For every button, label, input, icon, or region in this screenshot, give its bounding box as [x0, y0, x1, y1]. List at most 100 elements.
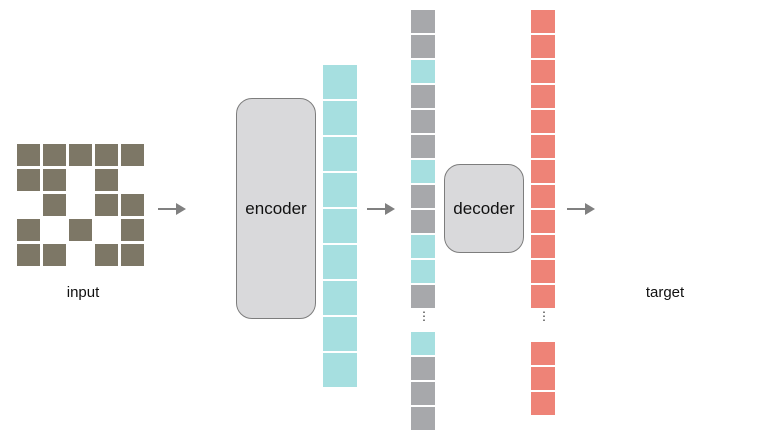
masked-patch [43, 244, 66, 266]
visible-patch [121, 169, 144, 191]
encoder-block: encoder [236, 98, 316, 319]
visible-patch-tile [192, 101, 226, 135]
mask-token [411, 407, 435, 430]
masked-patch [69, 144, 92, 166]
encoded-token [323, 65, 357, 99]
visible-patch-tile [192, 317, 226, 351]
output-token [531, 160, 555, 183]
decoder-block: decoder [444, 164, 524, 253]
decoder-label: decoder [453, 198, 515, 218]
masked-patch [121, 194, 144, 216]
masked-patch [17, 144, 40, 166]
masked-patch [95, 169, 118, 191]
encoded-token [323, 353, 357, 387]
encoded-token [323, 281, 357, 315]
arrow-encoder-to-decoder [367, 203, 395, 215]
visible-patch [95, 219, 118, 241]
target-patch [652, 219, 675, 241]
target-patch [678, 169, 701, 191]
encoder-label: encoder [245, 198, 307, 218]
encoded-token [323, 209, 357, 243]
visible-patch-tile [192, 137, 226, 171]
target-patch [626, 144, 649, 166]
visible-patch-tile [192, 281, 226, 315]
target-patch [626, 194, 649, 216]
masked-patch [95, 244, 118, 266]
target-patch [704, 194, 727, 216]
encoded-token [411, 160, 435, 183]
masked-patch [95, 144, 118, 166]
encoded-token [323, 101, 357, 135]
target-patch [704, 244, 727, 266]
target-patch [678, 244, 701, 266]
masked-patch [121, 144, 144, 166]
visible-patch [69, 194, 92, 216]
visible-patches-column [192, 65, 226, 389]
target-patch [626, 169, 649, 191]
mask-token [411, 35, 435, 58]
visible-patch-tile [192, 65, 226, 99]
visible-patch [69, 244, 92, 266]
output-token [531, 285, 555, 308]
masked-patch [17, 169, 40, 191]
visible-patch-tile [192, 173, 226, 207]
masked-patch [43, 169, 66, 191]
masked-patch [95, 194, 118, 216]
output-token [531, 235, 555, 258]
target-patch [600, 169, 623, 191]
target-patch [652, 144, 675, 166]
mask-token [411, 382, 435, 405]
encoded-token [323, 137, 357, 171]
output-token [531, 110, 555, 133]
output-token [531, 210, 555, 233]
mask-token [411, 10, 435, 33]
encoded-token [323, 317, 357, 351]
mask-token [411, 285, 435, 308]
mask-token [411, 210, 435, 233]
target-patch [704, 169, 727, 191]
output-token [531, 392, 555, 415]
encoded-token [411, 260, 435, 283]
masked-patch [43, 144, 66, 166]
target-patch [626, 219, 649, 241]
target-patch [704, 219, 727, 241]
target-patch [678, 219, 701, 241]
target-patch [678, 144, 701, 166]
target-patch [652, 194, 675, 216]
target-patch [678, 194, 701, 216]
masked-patch [121, 244, 144, 266]
visible-patch [43, 219, 66, 241]
masked-patch [43, 194, 66, 216]
target-patch [704, 144, 727, 166]
output-token [531, 367, 555, 390]
encoded-token [411, 332, 435, 355]
encoded-token [411, 235, 435, 258]
input-image-grid [17, 144, 144, 266]
target-image-grid [600, 144, 727, 266]
mask-token [411, 185, 435, 208]
mask-token [411, 110, 435, 133]
target-patch [600, 219, 623, 241]
output-token [531, 10, 555, 33]
target-patch [600, 144, 623, 166]
target-caption: target [645, 284, 685, 301]
target-patch [600, 244, 623, 266]
output-ellipsis: ⋮ [538, 309, 550, 323]
visible-patch [69, 169, 92, 191]
visible-patch-tile [192, 245, 226, 279]
encoded-token [323, 245, 357, 279]
arrow-decoder-to-target [567, 203, 595, 215]
masked-patch [17, 219, 40, 241]
target-patch [652, 169, 675, 191]
decoder-input-ellipsis: ⋮ [418, 309, 430, 323]
output-token [531, 35, 555, 58]
output-token [531, 85, 555, 108]
output-token [531, 342, 555, 365]
visible-patch-tile [192, 353, 226, 387]
encoded-token [411, 60, 435, 83]
masked-patch [121, 219, 144, 241]
mask-token [411, 135, 435, 158]
visible-patch-tile [192, 209, 226, 243]
